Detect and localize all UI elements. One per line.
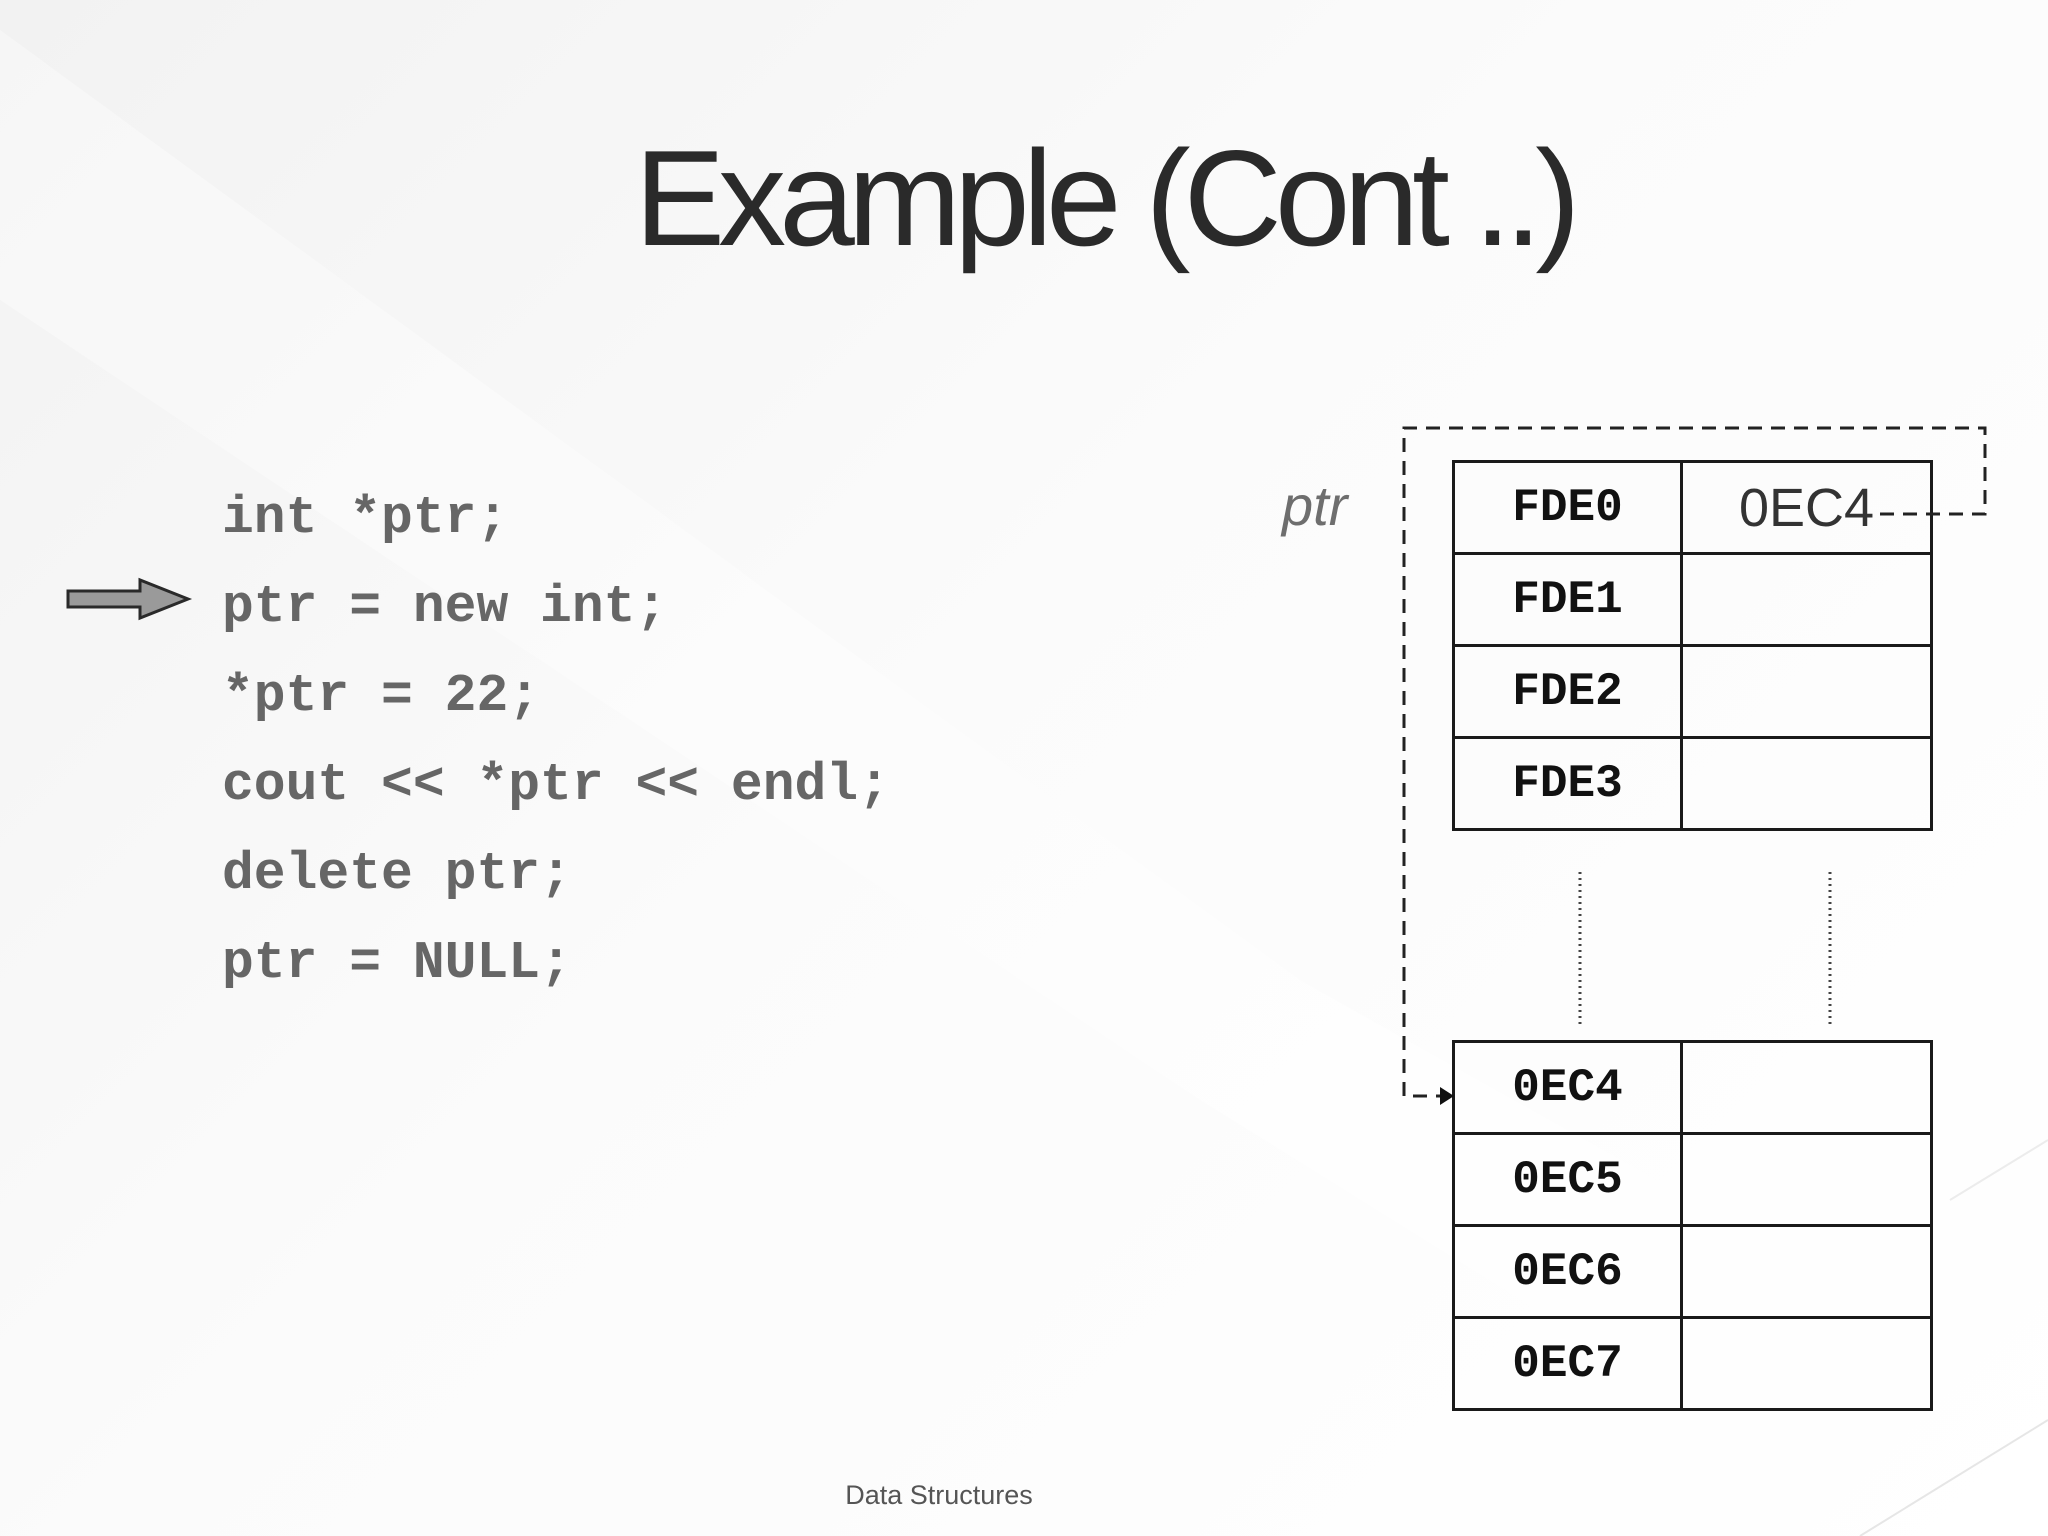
memory-value (1680, 1316, 1933, 1411)
memory-address: 0EC5 (1452, 1132, 1683, 1227)
memory-value (1680, 552, 1933, 647)
memory-value (1680, 1132, 1933, 1227)
memory-address: 0EC4 (1452, 1040, 1683, 1135)
code-line-4: cout << *ptr << endl; (222, 755, 890, 815)
memory-row: FDE1 (1452, 552, 1933, 647)
pointer-variable-label: ptr (1282, 474, 1348, 537)
memory-address: FDE0 (1452, 460, 1683, 555)
memory-value (1680, 1040, 1933, 1135)
memory-row: FDE0 0EC4 (1452, 460, 1933, 555)
slide-footer: Data Structures (845, 1480, 1033, 1510)
memory-value (1680, 644, 1933, 739)
memory-value (1680, 1224, 1933, 1319)
memory-address: FDE1 (1452, 552, 1683, 647)
memory-row: 0EC4 (1452, 1040, 1933, 1135)
memory-value: 0EC4 (1680, 460, 1933, 555)
memory-address: 0EC6 (1452, 1224, 1683, 1319)
memory-address: FDE2 (1452, 644, 1683, 739)
memory-row: FDE2 (1452, 644, 1933, 739)
code-line-5: delete ptr; (222, 844, 572, 904)
memory-row: 0EC5 (1452, 1132, 1933, 1227)
memory-row: 0EC6 (1452, 1224, 1933, 1319)
memory-row: FDE3 (1452, 736, 1933, 831)
memory-value (1680, 736, 1933, 831)
code-line-2: ptr = new int; (222, 577, 668, 637)
code-line-3: *ptr = 22; (222, 666, 541, 726)
memory-block-top: FDE0 0EC4 FDE1 FDE2 FDE3 (1452, 460, 1933, 831)
memory-address: FDE3 (1452, 736, 1683, 831)
slide-title: Example (Cont ..) (634, 122, 1580, 274)
code-line-1: int *ptr; (222, 488, 509, 548)
memory-block-bottom: 0EC4 0EC5 0EC6 0EC7 (1452, 1040, 1933, 1411)
memory-row: 0EC7 (1452, 1316, 1933, 1411)
code-line-6: ptr = NULL; (222, 933, 572, 993)
memory-address: 0EC7 (1452, 1316, 1683, 1411)
